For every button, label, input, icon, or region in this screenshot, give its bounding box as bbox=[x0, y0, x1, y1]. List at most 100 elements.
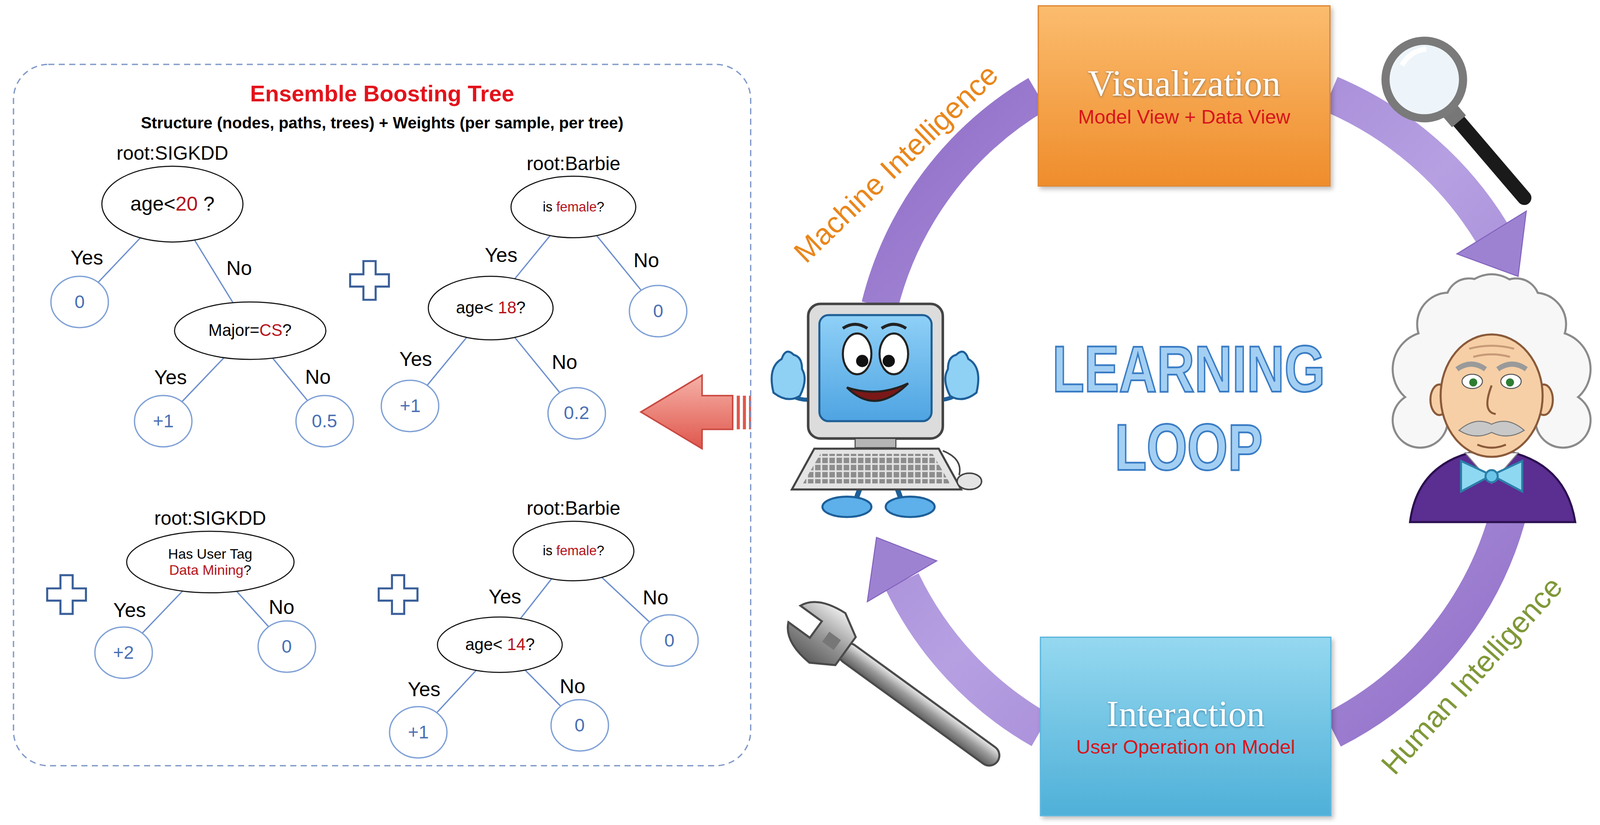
leaf-shape: 0 bbox=[50, 275, 110, 329]
leaf-shape: 0 bbox=[628, 284, 688, 338]
decision-ellipse bbox=[101, 166, 243, 243]
loop-center-title: LEARNING LOOP bbox=[1052, 329, 1326, 487]
loop-arrow bbox=[1332, 515, 1508, 731]
edge-label: No bbox=[550, 351, 580, 374]
box-title: Interaction bbox=[1106, 693, 1265, 736]
root-label: root:SIGKDD bbox=[116, 142, 229, 165]
leaf-shape: +1 bbox=[388, 705, 448, 760]
leaf-node: 0 bbox=[628, 284, 688, 338]
leaf-value: 0.5 bbox=[311, 410, 337, 432]
highlighted-term: 18 bbox=[497, 298, 517, 317]
split-condition: is female? bbox=[542, 543, 605, 559]
einstein-cartoon bbox=[1393, 275, 1590, 523]
edge-label: Yes bbox=[68, 246, 105, 269]
leaf-node: 0 bbox=[257, 620, 317, 674]
computer-cartoon bbox=[791, 448, 962, 490]
plus-sign bbox=[47, 575, 86, 615]
leaf-value: 0 bbox=[664, 630, 675, 652]
split-node: root:Barbieis female? bbox=[512, 497, 635, 582]
leaf-value: 0 bbox=[74, 291, 85, 313]
leaf-shape: 0.5 bbox=[295, 394, 355, 448]
magnifying-glass bbox=[1452, 114, 1525, 198]
decision-ellipse bbox=[126, 531, 295, 593]
loop-arrowhead bbox=[867, 537, 937, 602]
tree-branch bbox=[514, 235, 551, 279]
leaf-value: +1 bbox=[399, 395, 421, 417]
leaf-circle bbox=[50, 276, 109, 328]
leaf-circle bbox=[134, 395, 192, 448]
box-subtitle: Model View + Data View bbox=[1078, 104, 1291, 130]
computer-cartoon bbox=[803, 453, 950, 484]
leaf-value: 0 bbox=[652, 300, 663, 322]
loop-arrowhead bbox=[867, 211, 1527, 602]
edge-label: No bbox=[631, 249, 662, 272]
computer-cartoon bbox=[881, 324, 906, 329]
computer-cartoon bbox=[855, 438, 897, 448]
edge-label: Yes bbox=[406, 678, 443, 701]
einstein-cartoon bbox=[1468, 345, 1514, 349]
split-shape: Major=CS? bbox=[173, 301, 327, 361]
einstein-cartoon bbox=[1493, 279, 1539, 325]
magnifying-glass bbox=[1401, 48, 1427, 65]
tree-branch bbox=[520, 578, 552, 619]
highlighted-term: Data Mining bbox=[169, 562, 244, 579]
leaf-shape: 0 bbox=[550, 699, 610, 753]
leaf-circle bbox=[94, 627, 153, 679]
leaf-value: 0 bbox=[281, 636, 292, 658]
split-condition: age<20 ? bbox=[130, 192, 215, 216]
leaf-shape: 0 bbox=[257, 620, 317, 674]
split-node: age< 14? bbox=[436, 616, 564, 674]
leaf-shape: 0.2 bbox=[547, 386, 607, 441]
split-shape: Has User Tag Data Mining? bbox=[125, 530, 296, 594]
wrench bbox=[822, 631, 841, 651]
decision-ellipse bbox=[174, 302, 327, 360]
plus-sign bbox=[349, 261, 389, 300]
ensemble-panel: Ensemble Boosting TreeStructure (nodes, … bbox=[12, 63, 753, 768]
einstein-cartoon bbox=[1462, 374, 1483, 389]
edge-label: No bbox=[557, 675, 588, 698]
edge-label: Yes bbox=[111, 599, 148, 622]
split-condition: is female? bbox=[542, 199, 605, 216]
leaf-node: 0 bbox=[50, 275, 110, 329]
computer-cartoon bbox=[847, 383, 909, 401]
edge-label: Yes bbox=[486, 585, 523, 609]
leaf-node: +1 bbox=[380, 379, 440, 433]
plus-sign bbox=[378, 575, 418, 615]
magnifying-glass bbox=[1385, 40, 1463, 119]
dashed-panel-border bbox=[13, 64, 751, 767]
decision-ellipse bbox=[513, 521, 634, 582]
computer-cartoon bbox=[819, 315, 932, 422]
split-node: age< 18? bbox=[427, 275, 555, 341]
wrench bbox=[776, 589, 864, 676]
highlighted-term: CS bbox=[259, 321, 283, 340]
edge-label: Yes bbox=[152, 366, 189, 389]
label-holder: LEARNING LOOP bbox=[1052, 329, 1326, 487]
wrench bbox=[834, 639, 1004, 770]
computer-cartoon bbox=[942, 450, 960, 476]
split-node: root:SIGKDD age<20 ? bbox=[100, 142, 244, 243]
tree-branch bbox=[436, 670, 477, 713]
highlighted-term: female bbox=[556, 543, 597, 559]
leaf-node: 0.2 bbox=[547, 386, 607, 441]
decision-ellipse bbox=[437, 617, 563, 673]
edge-label: No bbox=[224, 257, 254, 280]
computer-cartoon bbox=[842, 324, 868, 329]
red-block-arrow bbox=[736, 395, 740, 430]
red-block-arrow bbox=[640, 375, 733, 449]
leaf-node: +1 bbox=[388, 705, 448, 760]
computer-cartoon bbox=[957, 473, 982, 490]
plus-sign bbox=[47, 261, 418, 615]
einstein-cartoon bbox=[1487, 385, 1496, 415]
einstein-cartoon bbox=[1500, 374, 1522, 389]
edge-label: Yes bbox=[397, 348, 434, 371]
leaf-circle bbox=[547, 387, 606, 440]
leaf-circle bbox=[629, 285, 687, 337]
process-box: VisualizationModel View + Data View bbox=[1037, 5, 1331, 187]
leaf-node: 0 bbox=[550, 699, 610, 753]
computer-cartoon bbox=[882, 355, 895, 368]
tree-branch bbox=[236, 591, 269, 628]
leaf-shape: +2 bbox=[94, 626, 154, 680]
highlighted-term: female bbox=[556, 199, 597, 215]
leaf-circle bbox=[551, 699, 609, 752]
decision-ellipse bbox=[510, 176, 636, 238]
